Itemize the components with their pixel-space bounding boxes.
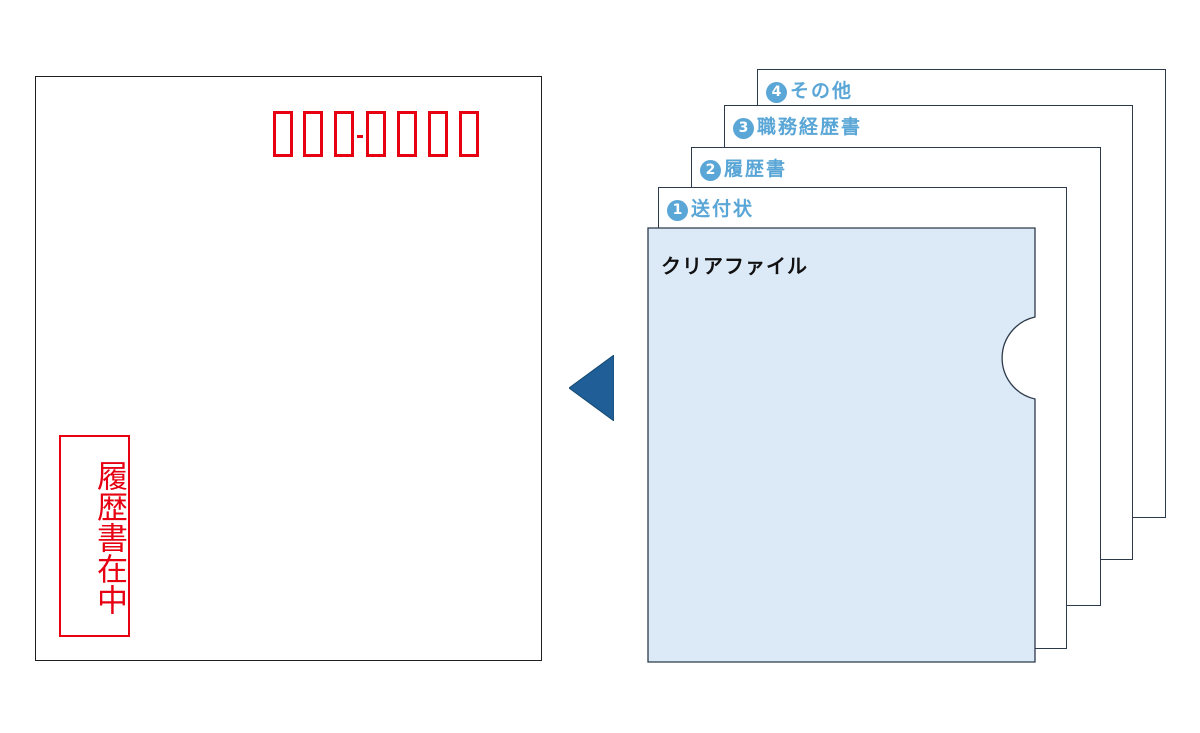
postal-code-dash (357, 135, 363, 138)
addressee-note: 履歴書在中 (91, 459, 127, 615)
postal-code-box (334, 111, 354, 157)
postal-code-box (428, 111, 448, 157)
number-badge: 4 (766, 82, 787, 103)
document-title: その他 (790, 80, 854, 102)
postal-code-box (273, 111, 293, 157)
postal-code-box (366, 111, 386, 157)
number-badge: 1 (667, 200, 688, 221)
postal-code-box (397, 111, 417, 157)
addressee-note-box: 履歴書在中 (59, 435, 130, 637)
postal-code-box (459, 111, 479, 157)
postal-code-boxes (273, 111, 513, 161)
document-title: 履歴書 (724, 158, 788, 180)
envelope: 履歴書在中 (35, 76, 542, 661)
clear-file-folder (647, 227, 1036, 663)
clear-file-label: クリアファイル (661, 254, 808, 278)
insert-arrow-icon (569, 355, 614, 421)
document-title: 送付状 (691, 198, 755, 220)
document-title: 職務経歴書 (757, 116, 863, 138)
number-badge: 3 (733, 118, 754, 139)
postal-code-box (303, 111, 323, 157)
number-badge: 2 (700, 160, 721, 181)
